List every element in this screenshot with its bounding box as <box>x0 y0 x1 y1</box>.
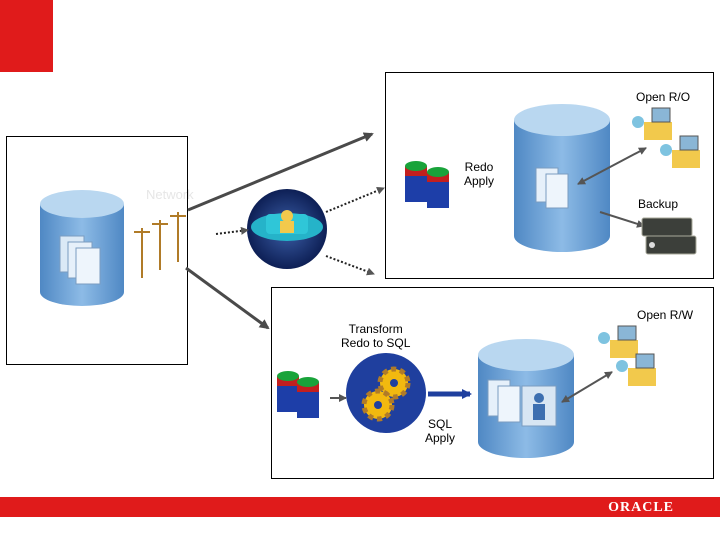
network-poles-icon <box>134 212 186 278</box>
redo-stack-icon <box>405 161 449 208</box>
open-ro-label: Open R/O <box>636 90 691 104</box>
standby-rw-database-icon <box>478 339 574 458</box>
arrow-ro-to-workstation <box>577 147 647 185</box>
arrow-ro-to-backup <box>599 211 645 228</box>
faded-network-label: Network <box>146 187 194 202</box>
arrow-rw-to-workstation <box>561 371 613 403</box>
dotted-from-globe-down <box>325 255 375 276</box>
backup-label: Backup <box>638 197 679 211</box>
arrow-to-standby-rw <box>185 266 270 330</box>
brand-block <box>0 0 53 72</box>
gears-icon <box>346 353 426 433</box>
workstation-icon <box>632 107 700 168</box>
dotted-to-redo-ro <box>325 186 385 213</box>
standby-ro-database-icon <box>514 104 610 252</box>
redo-apply-label: Redo Apply <box>464 160 495 188</box>
tape-backup-icon <box>641 217 697 255</box>
open-rw-label: Open R/W <box>637 308 694 322</box>
datafile-icon <box>59 235 101 285</box>
transform-label: Transform Redo to SQL <box>341 322 411 350</box>
sql-apply-label: SQL Apply <box>425 417 456 445</box>
rw-redo-stack-icon <box>277 371 319 418</box>
dotted-to-globe <box>215 226 249 235</box>
arrow-to-standby-ro <box>187 132 374 212</box>
footer-bar: ORACLE <box>0 497 720 517</box>
globe-operator-icon <box>247 189 327 269</box>
rw-workstation-icon <box>598 325 656 386</box>
oracle-logo: ORACLE <box>608 500 674 515</box>
